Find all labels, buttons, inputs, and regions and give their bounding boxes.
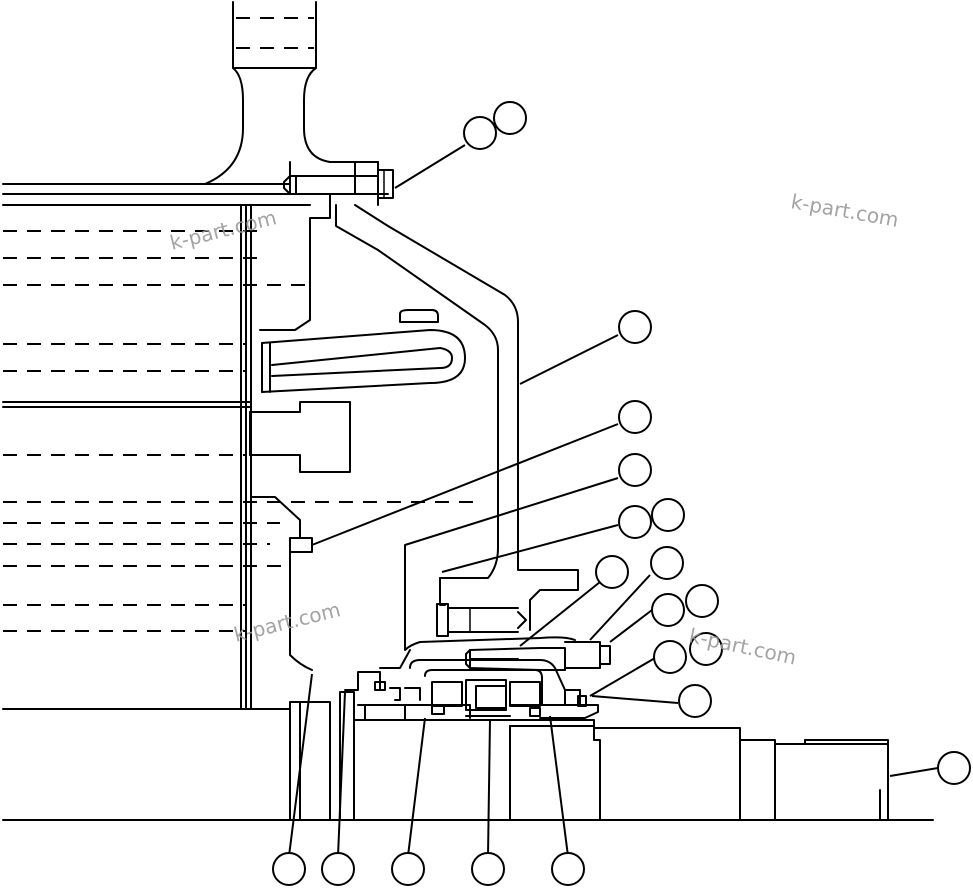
callout-c19[interactable] (471, 852, 505, 886)
callouts (272, 101, 971, 886)
callout-c6[interactable] (651, 498, 685, 532)
top-bolt (283, 169, 394, 199)
callout-c1[interactable] (493, 101, 527, 135)
hidden-lines (3, 184, 480, 632)
watermarks: k-part.com k-part.com k-part.com k-part.… (167, 189, 900, 669)
callout-c9[interactable] (595, 555, 629, 589)
leader-lines (288, 144, 939, 857)
watermark-1: k-part.com (167, 205, 278, 255)
watermark-2: k-part.com (789, 189, 900, 232)
shaft (289, 691, 889, 821)
top-boss (204, 1, 331, 185)
release-fork (261, 309, 466, 393)
bearing-housing (344, 544, 611, 721)
callout-c11[interactable] (651, 593, 685, 627)
callout-c14[interactable] (678, 684, 712, 718)
callout-c16[interactable] (272, 852, 306, 886)
callout-c20[interactable] (551, 852, 585, 886)
side-plate (251, 496, 313, 671)
callout-c2[interactable] (463, 116, 497, 150)
callout-c7[interactable] (618, 505, 652, 539)
callout-c8[interactable] (650, 546, 684, 580)
callout-c17[interactable] (321, 852, 355, 886)
callout-c18[interactable] (391, 852, 425, 886)
callout-c4[interactable] (618, 400, 652, 434)
watermark-3: k-part.com (231, 597, 342, 647)
bracket-block (249, 401, 351, 473)
callout-c5[interactable] (618, 453, 652, 487)
callout-c15[interactable] (937, 751, 971, 785)
callout-c13[interactable] (653, 640, 687, 674)
callout-c10[interactable] (685, 584, 719, 618)
cover-duct (335, 204, 579, 631)
callout-c12[interactable] (689, 632, 723, 666)
housing-body (2, 161, 934, 821)
callout-c3[interactable] (618, 310, 652, 344)
